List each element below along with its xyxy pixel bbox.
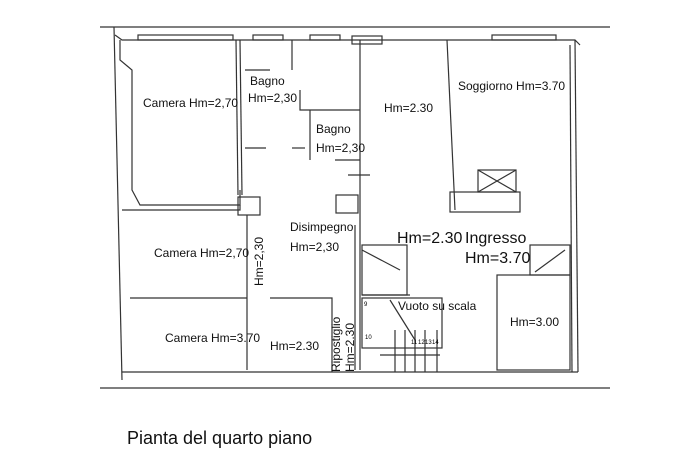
label-bagno-1: Bagno	[250, 74, 285, 88]
label-ingresso-left-height: Hm=2.30	[397, 230, 462, 247]
label-ingresso-height: Hm=3.70	[465, 250, 530, 267]
label-ingresso: Ingresso	[465, 230, 526, 247]
label-camera-3: Camera Hm=3.70	[165, 331, 260, 345]
stair-number: 14	[432, 340, 439, 346]
label-vuoto-scala: Vuoto su scala	[398, 299, 477, 313]
stair-step-numbers: 9 10 11 12 13 14	[364, 302, 439, 346]
label-camera-2: Camera Hm=2,70	[154, 246, 249, 260]
plan-caption: Pianta del quarto piano	[127, 428, 313, 448]
label-ripostiglio: Ripostiglio	[329, 316, 343, 372]
stair-number: 11	[411, 340, 418, 346]
label-corridor-height: Hm=2,30	[252, 237, 266, 286]
room-labels: Camera Hm=2,70 Bagno Hm=2,30 Bagno Hm=2,…	[143, 74, 565, 372]
label-room-right: Hm=3.00	[510, 315, 559, 329]
label-disimpegno-height: Hm=2,30	[290, 240, 339, 254]
label-bagno-2-height: Hm=2,30	[316, 141, 365, 155]
label-camera-1: Camera Hm=2,70	[143, 96, 238, 110]
label-soggiorno: Soggiorno Hm=3.70	[458, 79, 565, 93]
stair-number: 10	[365, 335, 372, 341]
label-ripostiglio-height: Hm=2.30	[343, 323, 357, 372]
stair-number: 13	[425, 340, 432, 346]
label-room-bottom-center: Hm=2.30	[270, 339, 319, 353]
label-room-top-center: Hm=2.30	[384, 101, 433, 115]
stair-number: 12	[418, 340, 425, 346]
label-disimpegno: Disimpegno	[290, 220, 354, 234]
stair-number: 9	[364, 302, 368, 308]
walls	[100, 26, 610, 389]
label-bagno-2: Bagno	[316, 122, 351, 136]
label-bagno-1-height: Hm=2,30	[248, 91, 297, 105]
